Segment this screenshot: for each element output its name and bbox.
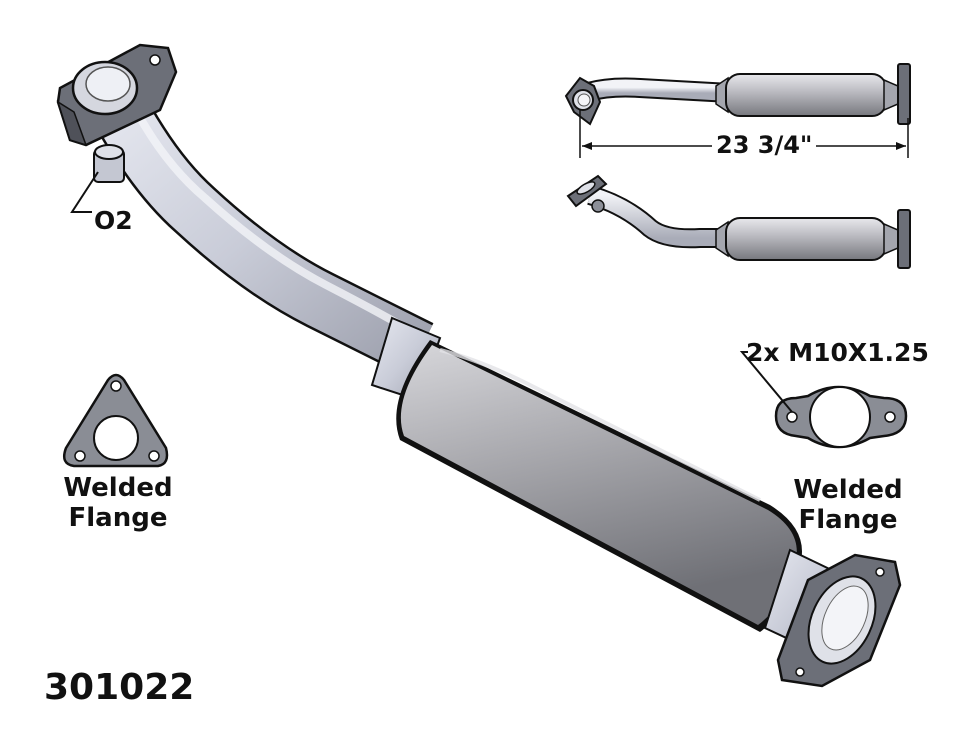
top-view-1 <box>564 63 911 126</box>
right-flange-label-line1: Welded <box>793 475 903 505</box>
top-view-2-outlet-flange <box>897 209 911 269</box>
part-number: 301022 <box>44 667 195 708</box>
o2-leader-line <box>70 171 99 213</box>
top-view-1-inlet-flange <box>564 76 602 126</box>
inlet-flange <box>56 43 178 147</box>
top-view-2 <box>566 174 911 269</box>
right-flange-bore <box>809 386 871 448</box>
dimension-label: 23 3/4" <box>712 133 817 157</box>
top-view-2-inlet-flange <box>566 174 608 213</box>
top-view-1-converter <box>725 73 887 117</box>
left-flange-label-line1: Welded <box>63 473 173 503</box>
top-view-2-converter <box>725 217 887 261</box>
left-flange-bore <box>93 415 139 461</box>
left-flange-detail <box>63 373 169 468</box>
bolt-spec-leader-line <box>739 351 793 413</box>
outlet-flange <box>776 553 902 688</box>
right-flange-detail <box>774 385 908 449</box>
top-view-1-outlet-flange <box>897 63 911 125</box>
main-pipe-assembly <box>56 43 902 688</box>
o2-sensor-bung <box>93 144 125 183</box>
catalytic-converter <box>396 340 802 632</box>
bolt-spec-label: 2x M10X1.25 <box>746 338 929 367</box>
o2-label: O2 <box>94 206 133 235</box>
right-flange-label-line2: Flange <box>798 505 898 535</box>
left-flange-label-line2: Flange <box>68 503 168 533</box>
